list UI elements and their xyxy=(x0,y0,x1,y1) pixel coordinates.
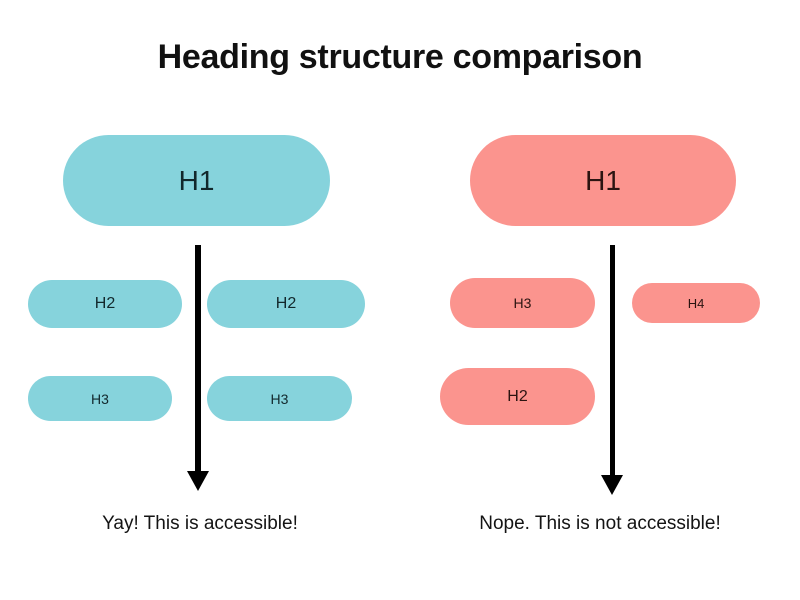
heading-pill-label: H3 xyxy=(270,390,289,407)
heading-pill-label: H2 xyxy=(275,295,297,312)
heading-pill-label: H1 xyxy=(585,164,621,196)
inaccessible-caption: Nope. This is not accessible! xyxy=(479,513,721,534)
heading-pill-h3-a[interactable]: H3 xyxy=(28,376,172,421)
heading-pill-label: H3 xyxy=(513,295,532,311)
heading-pill-h1[interactable]: H1 xyxy=(470,135,736,226)
heading-pill-label: H3 xyxy=(91,390,109,407)
heading-pill-h2[interactable]: H2 xyxy=(440,368,595,425)
arrow-head xyxy=(601,475,623,495)
heading-pill-h2-a[interactable]: H2 xyxy=(28,280,182,328)
accessible-example-column: H1 H2 H2 H3 H3 Yay! This is accessible! xyxy=(28,135,365,534)
down-arrow-icon xyxy=(580,245,644,495)
heading-pill-label: H2 xyxy=(507,387,528,405)
heading-pill-label: H2 xyxy=(94,295,116,312)
inaccessible-example-column: H1 H3 H4 H2 Nope. This is not accessible… xyxy=(400,0,800,600)
arrow-shaft xyxy=(609,245,615,475)
page-title: Heading structure comparison xyxy=(157,38,643,76)
heading-pill-h1[interactable]: H1 xyxy=(63,135,330,226)
accessible-caption: Yay! This is accessible! xyxy=(102,513,298,534)
heading-pill-h2-b[interactable]: H2 xyxy=(207,280,365,328)
heading-pill-h3[interactable]: H3 xyxy=(450,278,595,328)
heading-pill-label: H4 xyxy=(687,295,705,311)
arrow-head xyxy=(187,471,209,491)
arrow-shaft xyxy=(195,245,201,471)
down-arrow-icon xyxy=(166,245,230,491)
heading-pill-h4[interactable]: H4 xyxy=(632,283,760,323)
heading-pill-h3-b[interactable]: H3 xyxy=(207,376,352,421)
heading-pill-label: H1 xyxy=(178,164,215,196)
